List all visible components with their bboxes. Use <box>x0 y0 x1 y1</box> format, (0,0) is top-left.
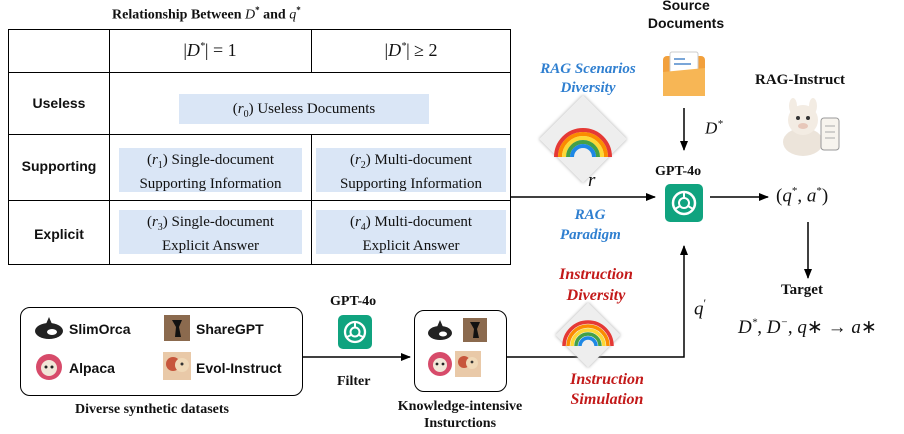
dataset-slimorca: SlimOrca <box>69 321 131 337</box>
alpaca-icon <box>36 354 62 380</box>
col-header-multi: |D*| ≥ 2 <box>384 40 438 60</box>
knowledge-box <box>414 310 507 392</box>
datasets-box: SlimOrca ShareGPT Alpaca Evol-Instruct <box>20 307 303 396</box>
dataset-sharegpt: ShareGPT <box>196 321 264 337</box>
col-header-single: |D*| = 1 <box>183 40 237 60</box>
folder-icon <box>663 51 705 96</box>
rainbow-arcs-bottom <box>562 320 614 347</box>
sharegpt-icon-small <box>463 318 487 342</box>
cell-r0-useless: (r0) Useless Documents <box>179 94 429 124</box>
alpaca-icon-small <box>428 352 452 376</box>
row-label-useless: Useless <box>32 95 86 111</box>
datasets-caption: Diverse synthetic datasets <box>75 402 229 417</box>
rag-instruct-title: RAG-Instruct <box>755 72 845 88</box>
relationship-table: |D*| = 1 |D*| ≥ 2 Useless Supporting Exp… <box>8 29 511 265</box>
table-title: Relationship Between D* and q* <box>112 5 301 23</box>
d-star-label: D* <box>705 118 723 138</box>
sharegpt-icon <box>164 315 190 341</box>
openai-icon-top <box>665 184 703 222</box>
slimorca-icon-small <box>428 320 452 340</box>
arrow-q-prime-to-gpt <box>507 245 688 358</box>
slimorca-icon <box>35 317 63 339</box>
output-q-a-label: (q*, a*) <box>776 185 829 207</box>
dataset-evol-instruct: Evol-Instruct <box>196 360 282 376</box>
filter-label: Filter <box>337 374 371 389</box>
evol-instruct-icon <box>163 352 191 380</box>
row-label-supporting: Supporting <box>21 158 97 174</box>
r-label: r <box>588 170 596 191</box>
q-prime-label: q′ <box>694 296 707 320</box>
target-formula: D*, D−, q∗ → a∗ <box>738 316 877 338</box>
gpt4o-top-label: GPT-4o <box>655 164 702 179</box>
llama-icon <box>783 98 840 156</box>
openai-icon-bottom <box>338 315 372 349</box>
row-label-explicit: Explicit <box>34 226 84 242</box>
evol-instruct-icon-small <box>455 351 481 377</box>
gpt4o-bottom-label: GPT-4o <box>330 294 377 309</box>
target-title: Target <box>781 282 823 298</box>
dataset-alpaca: Alpaca <box>69 360 115 376</box>
rainbow-arcs-top <box>554 128 612 158</box>
